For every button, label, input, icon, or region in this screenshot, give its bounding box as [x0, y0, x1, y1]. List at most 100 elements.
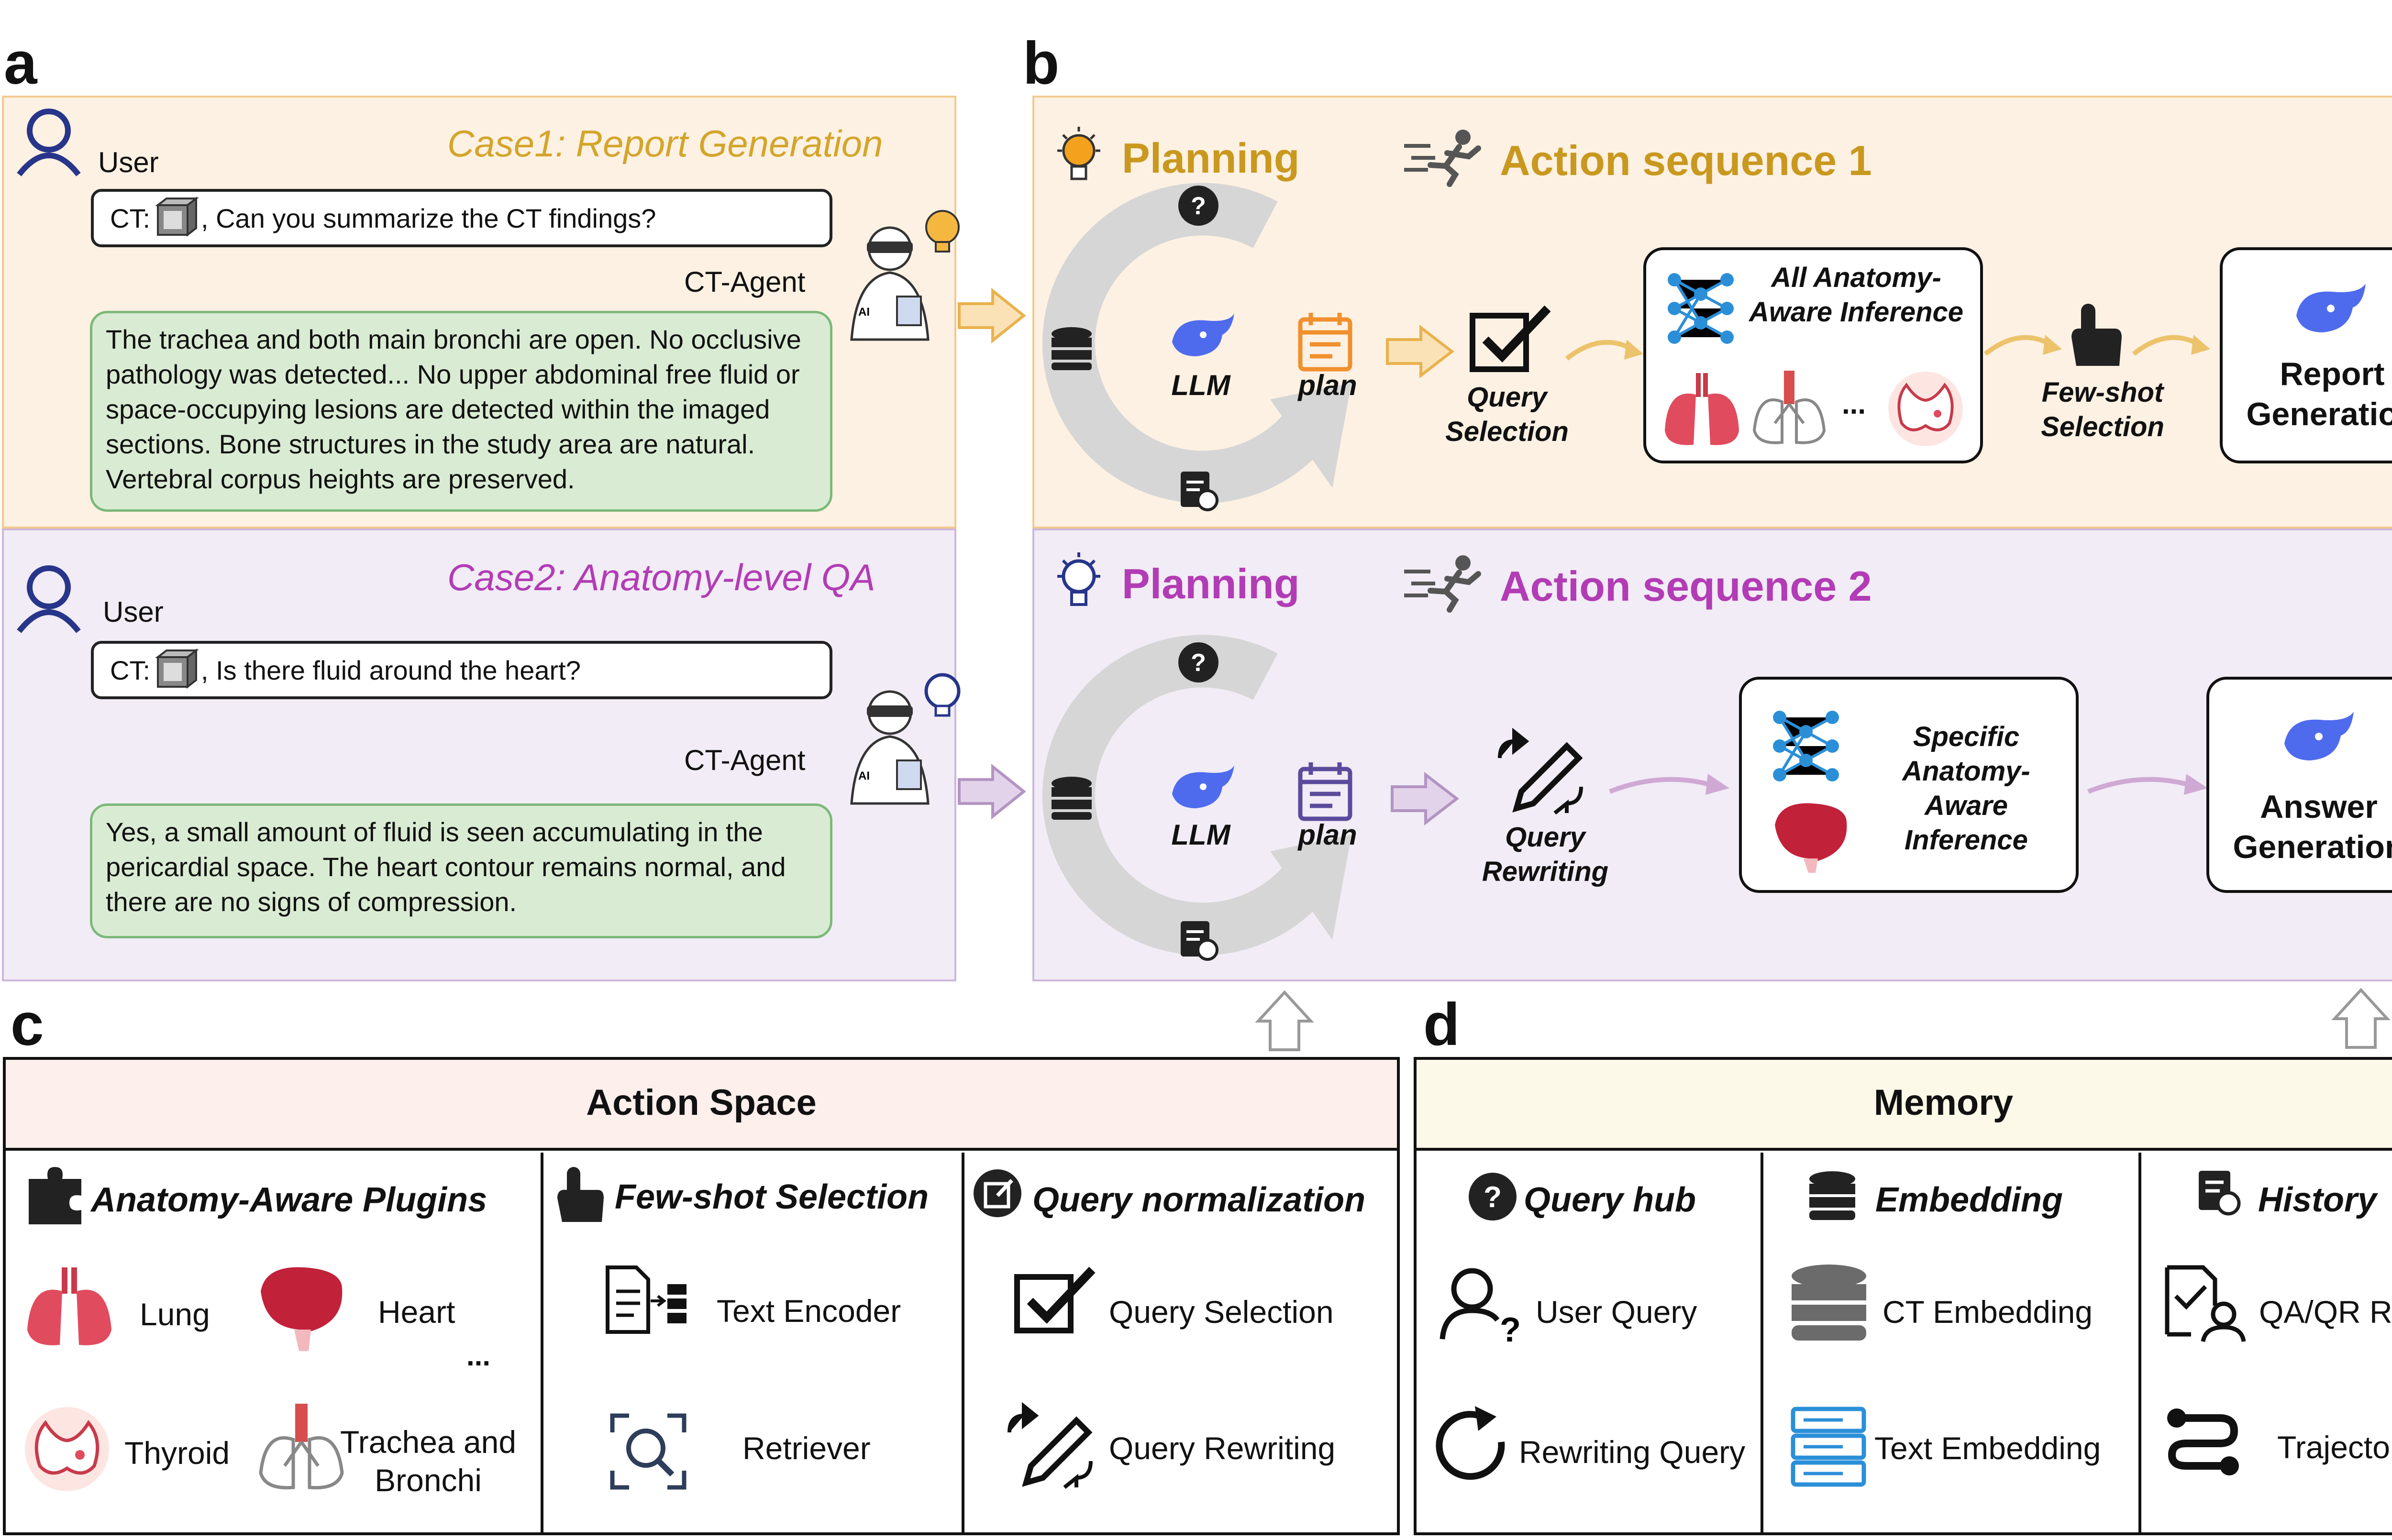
arrow-up-icon — [1255, 990, 1314, 1051]
plugin-heart: Heart — [378, 1294, 455, 1330]
few-shot-selection-step: Few-shot Selection — [2041, 377, 2164, 442]
query-hub-title: Query hub — [1524, 1181, 1696, 1219]
ct-agent-doctor-icon: AI — [850, 210, 960, 341]
ct-prefix: CT: — [110, 655, 150, 685]
trachea-bronchi-icon — [1752, 371, 1826, 444]
history-icon — [1181, 921, 1218, 961]
qa-qr-result-label: QA/QR Res — [2259, 1294, 2392, 1330]
neural-network-icon — [1668, 273, 1734, 344]
lightbulb-icon — [1057, 127, 1100, 180]
plan-calendar-icon — [1298, 762, 1352, 821]
refresh-icon — [1436, 1406, 1505, 1480]
text-embedding-server-icon — [1791, 1407, 1866, 1487]
svg-text:?: ? — [1191, 649, 1206, 677]
text-encoder-label: Text Encoder — [717, 1293, 901, 1329]
plugin-lung: Lung — [140, 1297, 210, 1332]
svg-text:?: ? — [1484, 1181, 1502, 1214]
arrow-right-icon — [958, 763, 1026, 820]
question-icon: ? — [1178, 642, 1218, 682]
llm-label-1: LLM — [1171, 369, 1230, 401]
divider — [1761, 1153, 1763, 1535]
case1-answer-bubble: The trachea and both main bronchi are op… — [90, 311, 832, 512]
specific-inference-label: Specific Anatomy-Aware Inference — [1902, 721, 2030, 856]
hand-pointer-icon — [2071, 304, 2122, 366]
thyroid-icon — [25, 1407, 109, 1491]
heart-icon — [261, 1267, 343, 1351]
ct-prefix: CT: — [110, 203, 150, 233]
hand-pointer-icon — [557, 1167, 604, 1222]
arrow-right-icon — [1391, 771, 1459, 826]
plugins-title: Anatomy-Aware Plugins — [91, 1181, 487, 1219]
arrow-right-icon — [958, 287, 1026, 344]
case1-title: Case1: Report Generation — [447, 122, 883, 165]
panel-label-c: c — [11, 991, 44, 1058]
user-query-label: User Query — [1536, 1294, 1697, 1330]
puzzle-icon — [29, 1167, 81, 1224]
pencil-edit-icon — [1008, 1402, 1093, 1489]
curved-arrow-icon — [1983, 335, 2062, 356]
plugin-trachea-bronchi: Trachea and Bronchi — [340, 1424, 517, 1498]
case2-question-bubble: CT: , Is there fluid around the heart? — [91, 641, 832, 699]
plan-calendar-icon — [1298, 313, 1352, 372]
case2-agent-label: CT-Agent — [684, 744, 806, 776]
ct-embedding-database-icon — [1792, 1265, 1866, 1341]
svg-text:?: ? — [1191, 192, 1206, 220]
question-icon: ? — [1469, 1173, 1517, 1221]
plan-label-1: plan — [1298, 369, 1357, 401]
curved-arrow-icon — [2132, 335, 2210, 356]
case2-title: Case2: Anatomy-level QA — [447, 556, 875, 598]
retriever-icon — [610, 1413, 687, 1490]
rewriting-query-label: Rewriting Query — [1519, 1434, 1746, 1470]
ct-volume-icon — [155, 648, 199, 689]
user-icon — [17, 565, 81, 633]
svg-text:AI: AI — [858, 770, 870, 782]
checkbox-icon — [1014, 1266, 1096, 1333]
case2-question-text: , Is there fluid around the heart? — [201, 655, 581, 685]
organ-ellipsis: ... — [1842, 388, 1866, 420]
question-icon: ? — [1178, 186, 1218, 226]
whale-llm-icon — [2296, 284, 2366, 332]
answer-generation-box — [2206, 677, 2392, 893]
panel-label-b: b — [1023, 30, 1060, 97]
running-person-icon — [1404, 130, 1481, 187]
all-inference-label: All Anatomy-Aware Inference — [1749, 262, 1964, 328]
trajectory-icon — [2167, 1408, 2239, 1475]
lung-icon — [27, 1267, 111, 1345]
database-icon — [1052, 327, 1092, 370]
database-icon — [1052, 777, 1092, 820]
running-person-icon — [1404, 555, 1481, 613]
divider — [2138, 1153, 2141, 1535]
planning-heading-1: Planning — [1122, 134, 1300, 182]
user-query-icon: ? — [1440, 1268, 1521, 1349]
query-rewriting-label: Query Rewriting — [1109, 1430, 1336, 1466]
specific-inference-box — [1739, 677, 2079, 893]
report-generation-label: Report Generation — [2246, 356, 2392, 432]
curved-arrow-icon — [1565, 340, 1643, 361]
edit-square-icon — [974, 1169, 1021, 1217]
all-inference-box — [1643, 247, 1983, 463]
lightbulb-icon — [1057, 552, 1100, 606]
arrow-right-icon — [1386, 324, 1454, 379]
report-generation-box — [2220, 247, 2392, 463]
svg-text:AI: AI — [858, 306, 870, 319]
text-encoder-icon — [606, 1265, 687, 1334]
answer-generation-label: Answer Generation — [2233, 789, 2392, 865]
checkbox-icon — [1470, 305, 1551, 372]
whale-llm-icon — [2284, 712, 2354, 760]
embedding-title: Embedding — [1875, 1181, 2063, 1219]
case2-answer-bubble: Yes, a small amount of fluid is seen acc… — [90, 803, 832, 938]
planning-heading-2: Planning — [1122, 560, 1300, 607]
curved-arrow-icon — [1609, 774, 1729, 795]
arrow-up-icon — [2331, 988, 2391, 1049]
fewshot-title: Few-shot Selection — [615, 1178, 929, 1216]
action-space-title: Action Space — [586, 1082, 817, 1123]
user-icon — [17, 109, 81, 176]
whale-llm-icon — [1172, 313, 1234, 356]
retriever-label: Retriever — [742, 1430, 871, 1466]
plugin-ellipsis: ... — [466, 1340, 491, 1372]
history-icon — [2199, 1171, 2241, 1216]
history-icon — [1181, 472, 1218, 511]
planning-cycle-arrow — [1042, 183, 1351, 504]
plan-label-2: plan — [1298, 819, 1357, 851]
lung-icon — [1665, 373, 1739, 445]
